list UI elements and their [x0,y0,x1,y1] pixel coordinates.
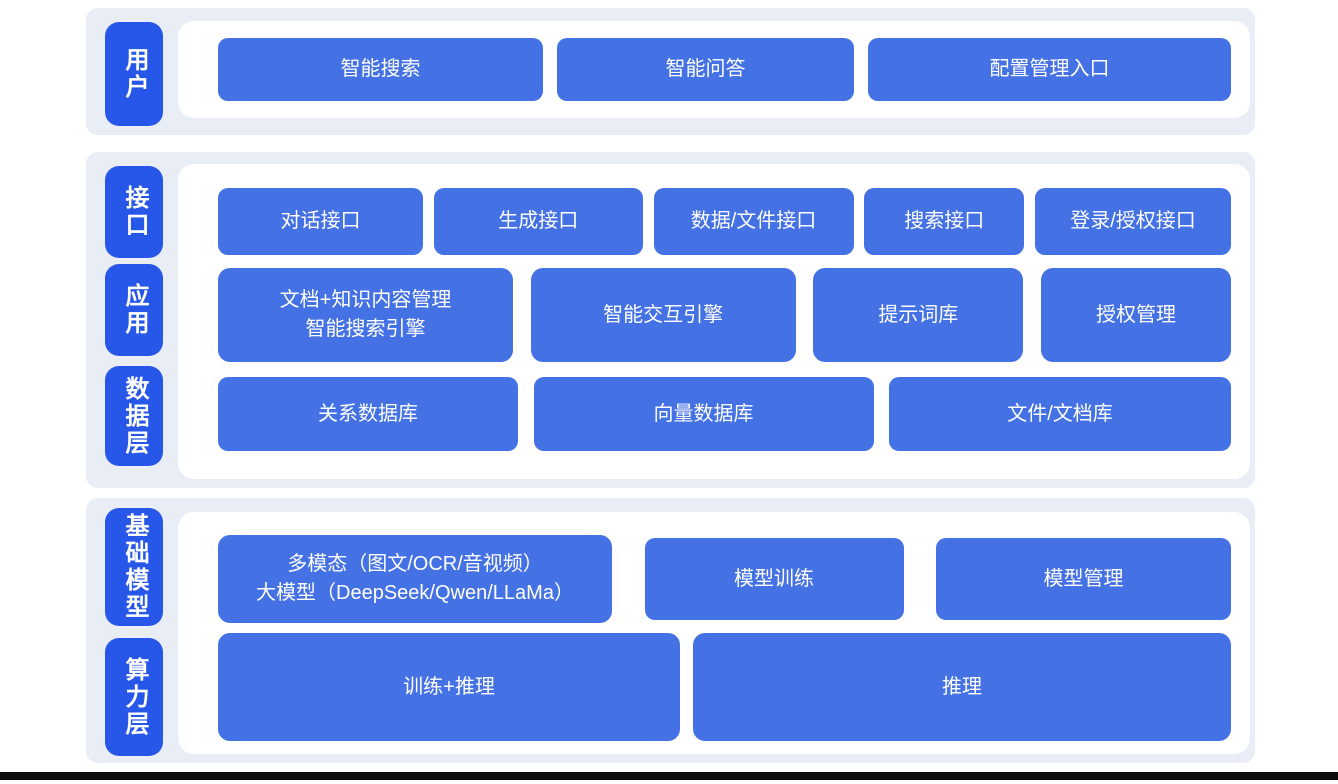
box-auth-management: 授权管理 [1040,268,1231,362]
box-doc-knowledge-search-engine: 文档+知识内容管理 智能搜索引擎 [218,268,513,362]
box-training-inference: 训练+推理 [218,633,680,741]
interface-layer-row: 对话接口 生成接口 数据/文件接口 搜索接口 登录/授权接口 [218,188,1231,255]
box-dialog-api: 对话接口 [218,188,423,255]
band-middle-layers: 接口 应用 数据层 对话接口 生成接口 数据/文件接口 搜索接口 登录/授权接口… [86,152,1255,488]
box-generation-api: 生成接口 [433,188,643,255]
layer-label-foundation-model: 基础模型 [105,508,163,626]
box-prompt-library: 提示词库 [813,268,1024,362]
layer-label-interface: 接口 [105,166,163,258]
panel-middle-layers: 对话接口 生成接口 数据/文件接口 搜索接口 登录/授权接口 文档+知识内容管理… [178,164,1250,479]
panel-user-layer: 智能搜索 智能问答 配置管理入口 [178,21,1250,118]
band-user-layer: 用户 智能搜索 智能问答 配置管理入口 [86,8,1255,135]
box-model-management: 模型管理 [936,538,1231,620]
box-inference: 推理 [693,633,1231,741]
box-data-file-api: 数据/文件接口 [653,188,854,255]
box-vector-db: 向量数据库 [533,377,874,451]
box-interactive-engine: 智能交互引擎 [530,268,796,362]
box-file-doc-store: 文件/文档库 [889,377,1231,451]
data-layer-row: 关系数据库 向量数据库 文件/文档库 [218,377,1231,451]
layer-label-application: 应用 [105,264,163,356]
layer-label-user: 用户 [105,22,163,126]
box-relational-db: 关系数据库 [218,377,518,451]
panel-bottom-layers: 多模态（图文/OCR/音视频） 大模型（DeepSeek/Qwen/LLaMa）… [178,512,1250,754]
box-multimodal-llm: 多模态（图文/OCR/音视频） 大模型（DeepSeek/Qwen/LLaMa） [218,535,612,623]
bottom-divider [0,772,1338,780]
box-smart-search: 智能搜索 [218,38,543,101]
box-search-api: 搜索接口 [864,188,1025,255]
band-bottom-layers: 基础模型 算力层 多模态（图文/OCR/音视频） 大模型（DeepSeek/Qw… [86,498,1255,763]
box-login-auth-api: 登录/授权接口 [1035,188,1231,255]
layer-label-data: 数据层 [105,366,163,466]
foundation-model-row: 多模态（图文/OCR/音视频） 大模型（DeepSeek/Qwen/LLaMa）… [218,535,1231,623]
layer-label-compute: 算力层 [105,638,163,756]
box-smart-qa: 智能问答 [557,38,854,101]
compute-layer-row: 训练+推理 推理 [218,633,1231,741]
user-layer-row: 智能搜索 智能问答 配置管理入口 [218,38,1231,101]
box-config-management-entry: 配置管理入口 [868,38,1231,101]
box-model-training: 模型训练 [644,538,904,620]
application-layer-row: 文档+知识内容管理 智能搜索引擎 智能交互引擎 提示词库 授权管理 [218,268,1231,362]
